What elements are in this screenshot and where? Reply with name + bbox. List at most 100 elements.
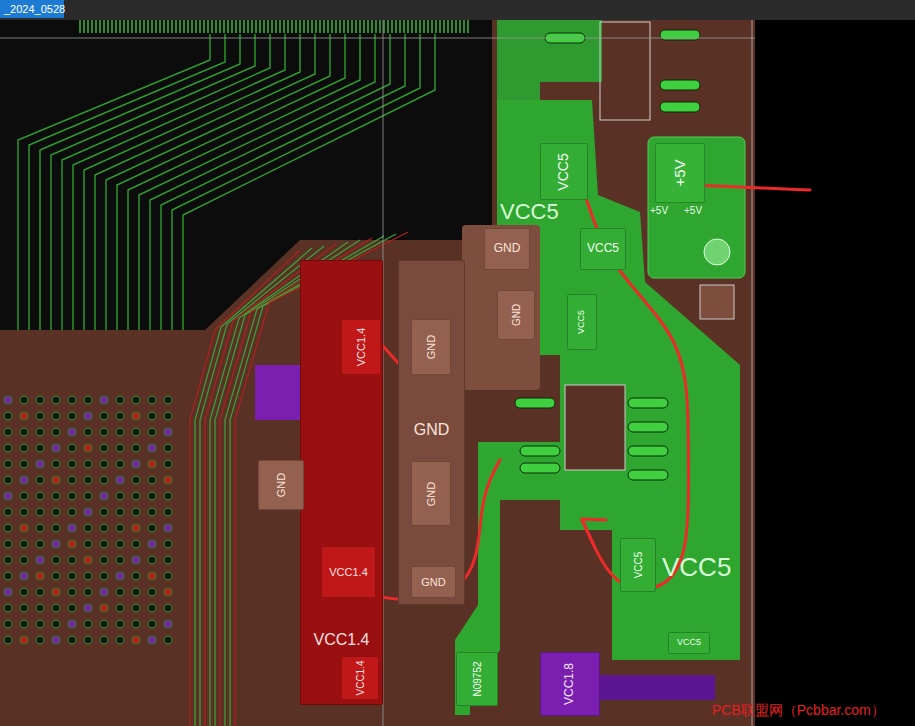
trace <box>91 20 93 33</box>
trace <box>271 20 273 33</box>
trace <box>315 20 317 33</box>
trace <box>463 20 465 33</box>
trace <box>159 20 161 33</box>
trace <box>339 20 341 33</box>
bga-ball <box>20 556 28 564</box>
trace <box>311 20 313 33</box>
bga-ball <box>68 476 76 484</box>
trace <box>231 20 233 33</box>
bga-ball <box>52 556 60 564</box>
bga-ball <box>52 588 60 596</box>
smd-pad <box>660 80 700 90</box>
trace <box>115 20 117 33</box>
bga-ball <box>4 428 12 436</box>
trace <box>191 20 193 33</box>
trace <box>255 20 257 33</box>
net-name: GND <box>425 481 437 505</box>
power-pad: VCC5 <box>540 143 588 200</box>
bga-ball <box>20 396 28 404</box>
bga-ball <box>132 460 140 468</box>
bga-field <box>4 396 172 644</box>
bga-ball <box>164 604 172 612</box>
trace <box>131 20 133 33</box>
net-name: GND <box>421 576 445 588</box>
net-name: VCC5 <box>587 242 619 255</box>
bga-ball <box>148 460 156 468</box>
bga-ball <box>36 572 44 580</box>
bga-ball <box>84 492 92 500</box>
top-bar <box>0 0 915 20</box>
oval-pads <box>515 30 700 480</box>
crosshair <box>0 38 755 39</box>
bga-ball <box>148 636 156 644</box>
smd-pad <box>660 102 700 112</box>
trace <box>259 20 261 33</box>
bga-ball <box>36 604 44 612</box>
net-name: VCC1.8 <box>563 663 576 705</box>
net-name: +5V <box>684 205 702 216</box>
trace <box>399 20 401 33</box>
trace <box>387 20 389 33</box>
copper-pour <box>497 20 602 82</box>
bga-ball <box>148 492 156 500</box>
gnd-pad: GND <box>484 228 530 270</box>
trace <box>407 20 409 33</box>
bga-ball <box>116 476 124 484</box>
board-edge-region <box>755 20 915 726</box>
trace <box>395 20 397 33</box>
bga-ball <box>100 604 108 612</box>
bga-ball <box>52 540 60 548</box>
trace <box>171 20 173 33</box>
trace <box>135 20 137 33</box>
copper-pour <box>648 137 745 278</box>
bga-ball <box>20 588 28 596</box>
bga-ball <box>100 524 108 532</box>
trace <box>363 20 365 33</box>
bga-ball <box>36 588 44 596</box>
bga-ball <box>4 588 12 596</box>
trace <box>447 20 449 33</box>
smd-pad <box>628 422 668 432</box>
bga-ball <box>4 412 12 420</box>
bga-ball <box>116 508 124 516</box>
bga-ball <box>132 444 140 452</box>
bga-ball <box>148 508 156 516</box>
bga-ball <box>132 620 140 628</box>
trace <box>459 20 461 33</box>
bga-ball <box>36 508 44 516</box>
smd-pad <box>515 398 555 408</box>
bga-ball <box>52 492 60 500</box>
annotation-arrow <box>690 185 810 190</box>
trace <box>151 20 153 33</box>
bga-ball <box>84 572 92 580</box>
trace <box>391 20 393 33</box>
via <box>704 239 730 265</box>
bga-ball <box>4 572 12 580</box>
bga-ball <box>36 412 44 420</box>
bga-ball <box>68 588 76 596</box>
bga-ball <box>68 460 76 468</box>
bga-ball <box>100 588 108 596</box>
bga-ball <box>84 540 92 548</box>
gnd-pad: GND <box>258 460 304 510</box>
net-name: VCC5 <box>633 552 644 579</box>
bga-ball <box>100 428 108 436</box>
bga-ball <box>116 588 124 596</box>
bga-ball <box>20 412 28 420</box>
copper-pour: VCC1.4VCC1.4VCC1.4VCC1.4 <box>300 260 383 705</box>
tab-title: _2024_0528 <box>4 3 65 15</box>
bga-ball <box>132 396 140 404</box>
trace <box>267 20 269 33</box>
net-name: GND <box>425 335 437 359</box>
bga-ball <box>100 412 108 420</box>
bga-ball <box>68 540 76 548</box>
smd-pad <box>628 446 668 456</box>
bga-ball <box>20 508 28 516</box>
trace <box>455 20 457 33</box>
bga-ball <box>164 588 172 596</box>
bga-ball <box>36 620 44 628</box>
bga-ball <box>116 492 124 500</box>
bga-ball <box>4 444 12 452</box>
bga-ball <box>36 540 44 548</box>
